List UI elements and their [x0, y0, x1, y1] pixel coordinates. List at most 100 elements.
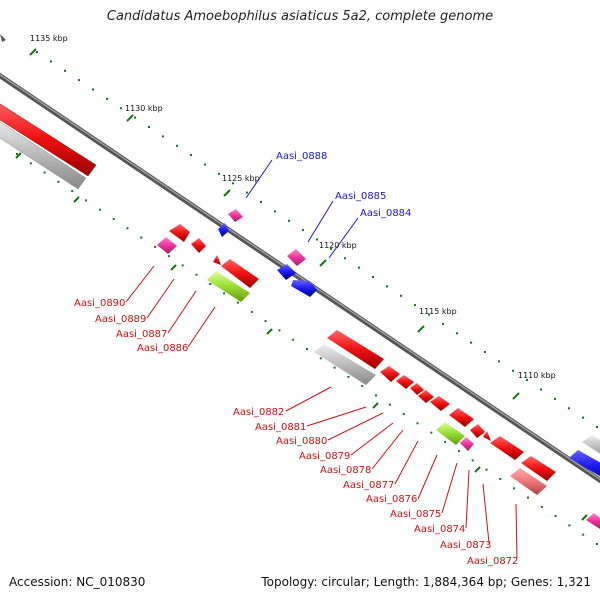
- feature-aasi-0886-small[interactable]: [213, 255, 221, 265]
- gene-label-aasi-0887[interactable]: Aasi_0887: [116, 329, 167, 340]
- gene-label-aasi-0875[interactable]: Aasi_0875: [390, 509, 441, 520]
- ruler-dot: [264, 320, 267, 323]
- feature-aasi-0881[interactable]: [380, 366, 400, 382]
- ruler-dot: [416, 422, 419, 425]
- ruler-dot: [540, 505, 543, 508]
- ruler-dot: [246, 191, 248, 194]
- ruler-dot: [512, 369, 514, 372]
- major-tick: [512, 392, 520, 400]
- feature-grey-lower[interactable]: [314, 344, 376, 385]
- ruler-dot: [540, 388, 542, 391]
- ruler-dot: [306, 348, 308, 350]
- feature-aasi-0888-cds[interactable]: [218, 223, 229, 237]
- ruler-dot: [181, 264, 184, 267]
- feature-aasi-0872[interactable]: [521, 456, 556, 481]
- ruler-dot: [400, 294, 402, 297]
- ruler-dot: [372, 276, 374, 278]
- ruler-dot: [232, 182, 234, 185]
- gene-label-aasi-0872[interactable]: Aasi_0872: [467, 556, 518, 567]
- tick-label-1110: 1110 kbp: [518, 371, 556, 380]
- ruler-dot: [485, 468, 488, 471]
- ruler-dot: [554, 397, 556, 400]
- gene-label-aasi-0884[interactable]: Aasi_0884: [360, 208, 411, 219]
- feature-aasi-0889[interactable]: [169, 224, 190, 242]
- feature-green-upper[interactable]: [207, 271, 250, 302]
- ruler-dot: [237, 301, 239, 304]
- gene-label-aasi-0886[interactable]: Aasi_0886: [137, 343, 188, 354]
- feature-salmon-lower[interactable]: [510, 468, 547, 495]
- ruler-dot: [85, 199, 87, 202]
- tick-label-1125: 1125 kbp: [222, 174, 260, 183]
- gene-label-aasi-0877[interactable]: Aasi_0877: [343, 480, 394, 491]
- feature-green-lower[interactable]: [436, 422, 465, 445]
- gene-label-aasi-0890[interactable]: Aasi_0890: [74, 298, 125, 309]
- feature-aasi-0886[interactable]: [221, 259, 259, 288]
- gene-label-aasi-0889[interactable]: Aasi_0889: [95, 314, 146, 325]
- outer-scale-minor: [16, 153, 598, 545]
- feature-aasi-0874[interactable]: [470, 424, 485, 438]
- tick-label-1130: 1130 kbp: [125, 104, 163, 113]
- ruler-dot: [499, 478, 502, 480]
- forward-leader-lines: [245, 159, 359, 259]
- feature-aasi-0882[interactable]: [327, 330, 384, 369]
- outer-scale-ruler: [15, 152, 588, 521]
- feature-pink-right-edge[interactable]: [586, 513, 600, 529]
- ruler-dot: [554, 515, 557, 518]
- ruler-dot: [292, 338, 295, 341]
- gene-label-aasi-0879[interactable]: Aasi_0879: [299, 451, 350, 462]
- ruler-dot: [148, 126, 150, 128]
- gene-label-aasi-0873[interactable]: Aasi_0873: [440, 540, 491, 551]
- feature-large-grey-left[interactable]: [0, 118, 87, 190]
- feature-grey-right-edge[interactable]: [582, 435, 600, 460]
- strand-arrow-icon: [0, 34, 6, 42]
- feature-aasi-0885[interactable]: [287, 249, 306, 266]
- genome-backbone: [0, 72, 600, 484]
- feature-aasi-0890[interactable]: [157, 237, 177, 254]
- ruler-dot: [333, 366, 336, 369]
- inner-scale-minor: [36, 51, 598, 428]
- ruler-dot: [274, 210, 276, 213]
- feature-aasi-0876[interactable]: [449, 408, 474, 427]
- ruler-dot: [29, 162, 32, 165]
- feature-aasi-0887[interactable]: [191, 238, 206, 253]
- ruler-dot: [50, 60, 52, 63]
- ruler-dot: [57, 180, 60, 183]
- major-tick: [319, 259, 327, 267]
- feature-aasi-0875[interactable]: [460, 437, 474, 451]
- ruler-dot: [106, 97, 108, 100]
- gene-label-aasi-0878[interactable]: Aasi_0878: [320, 465, 371, 476]
- ruler-dot: [112, 218, 115, 220]
- ruler-dot: [568, 524, 571, 527]
- feature-aasi-0878[interactable]: [418, 390, 434, 403]
- gene-label-aasi-0882[interactable]: Aasi_0882: [233, 407, 284, 418]
- ruler-dot: [430, 431, 433, 434]
- feature-aasi-0884-b[interactable]: [291, 280, 317, 297]
- ruler-dot: [223, 292, 226, 295]
- feature-aasi-0880[interactable]: [396, 375, 414, 389]
- feature-large-red-left[interactable]: [0, 100, 97, 177]
- feature-aasi-0873[interactable]: [490, 436, 524, 460]
- gene-label-aasi-0874[interactable]: Aasi_0874: [414, 524, 465, 535]
- tick-label-1135: 1135 kbp: [30, 34, 68, 43]
- ruler-dot: [442, 322, 444, 325]
- ruler-dot: [204, 163, 206, 166]
- feature-aasi-0874-small[interactable]: [483, 431, 491, 441]
- ruler-dot: [428, 313, 430, 316]
- gene-label-aasi-0888[interactable]: Aasi_0888: [276, 151, 327, 162]
- feature-aasi-0884-a[interactable]: [277, 264, 296, 280]
- feature-aasi-0888[interactable]: [228, 209, 243, 222]
- gene-label-aasi-0880[interactable]: Aasi_0880: [276, 436, 327, 447]
- feature-aasi-0879[interactable]: [410, 383, 424, 395]
- feature-aasi-0877[interactable]: [430, 396, 450, 411]
- reverse-leader-lines: [125, 265, 518, 559]
- ruler-dot: [209, 283, 212, 285]
- gene-label-aasi-0876[interactable]: Aasi_0876: [366, 494, 417, 505]
- feature-blue-right-edge[interactable]: [569, 450, 600, 482]
- gene-label-aasi-0885[interactable]: Aasi_0885: [335, 191, 386, 202]
- gene-label-aasi-0881[interactable]: Aasi_0881: [255, 422, 306, 433]
- ruler-dot: [140, 236, 143, 239]
- ruler-dot: [260, 201, 262, 203]
- ruler-dot: [402, 413, 405, 415]
- ruler-dot: [375, 394, 377, 397]
- ruler-dot: [167, 255, 170, 258]
